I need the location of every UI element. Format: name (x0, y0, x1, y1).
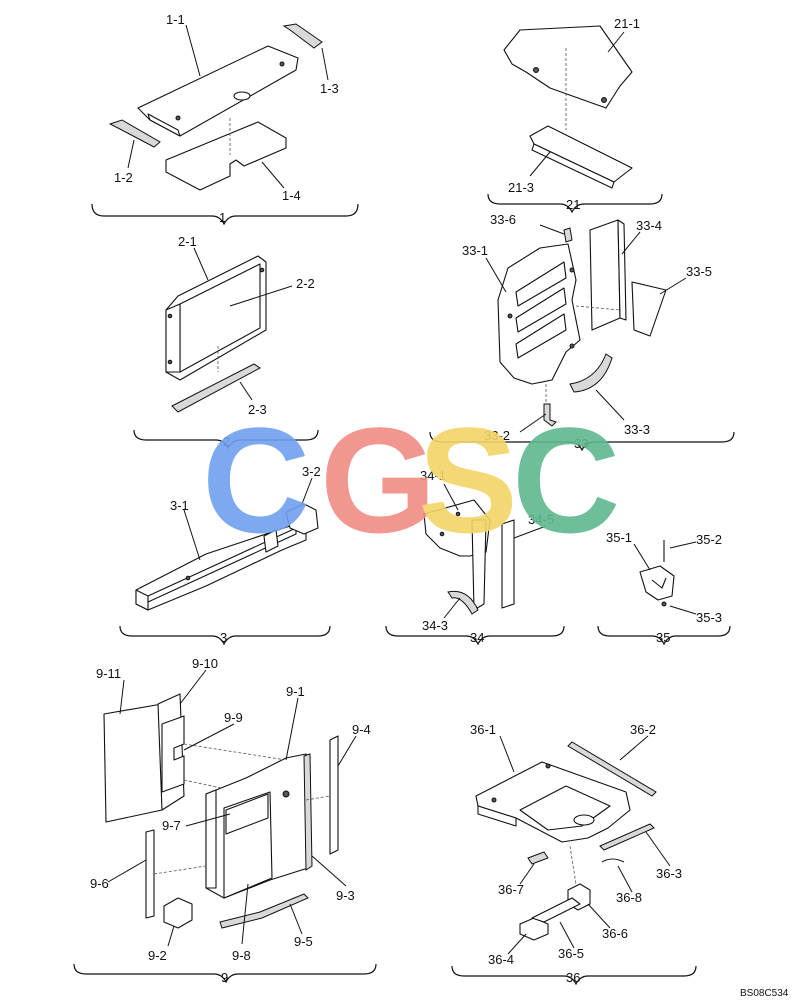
label-1-2: 1-2 (114, 170, 133, 185)
label-9-6: 9-6 (90, 876, 109, 891)
label-33-6: 33-6 (490, 212, 516, 227)
group-label-36: 36 (566, 970, 580, 985)
group-label-21: 21 (566, 197, 580, 212)
label-33-5: 33-5 (686, 264, 712, 279)
group-label-1: 1 (219, 210, 226, 225)
part-36-8-shape (601, 858, 625, 863)
label-9-9: 9-9 (224, 710, 243, 725)
label-36-4: 36-4 (488, 952, 514, 967)
part-33-3-shape (569, 353, 613, 393)
part-36-5-shape (531, 897, 581, 923)
part-9-11-shape (103, 703, 163, 823)
part-36-3-shape (599, 823, 655, 851)
label-9-10: 9-10 (192, 656, 218, 671)
label-9-7: 9-7 (162, 818, 181, 833)
part-36-7-shape (527, 851, 549, 865)
label-9-5: 9-5 (294, 934, 313, 949)
group-35: 35-1 35-2 35-3 35 (597, 530, 731, 646)
watermark-letter-2: G (320, 396, 437, 564)
label-36-6: 36-6 (602, 926, 628, 941)
watermark: C G S C (202, 396, 620, 564)
part-2-3-shape (171, 363, 261, 413)
label-35-1: 35-1 (606, 530, 632, 545)
part-9-6-shape (145, 829, 155, 919)
group-label-9: 9 (221, 970, 228, 985)
part-33-6-shape (563, 227, 573, 243)
group-1: 1-1 1-2 1-3 1-4 1 (91, 12, 359, 226)
label-36-1: 36-1 (470, 722, 496, 737)
label-21-3: 21-3 (508, 180, 534, 195)
part-9-7-shape (225, 793, 269, 835)
part-36-2-shape (567, 741, 657, 797)
label-9-4: 9-4 (352, 722, 371, 737)
group-label-3: 3 (220, 630, 227, 645)
group-2: 2-1 2-2 2-3 2 (133, 234, 319, 450)
label-33-2: 33-2 (484, 428, 510, 443)
part-33-5-shape (631, 281, 667, 337)
label-36-7: 36-7 (498, 882, 524, 897)
label-33-4: 33-4 (636, 218, 662, 233)
label-36-8: 36-8 (616, 890, 642, 905)
part-1-2-shape (108, 119, 161, 148)
label-2-2: 2-2 (296, 276, 315, 291)
watermark-letter-4: C (512, 396, 620, 564)
part-1-4-shape (165, 121, 287, 191)
label-36-5: 36-5 (558, 946, 584, 961)
label-9-8: 9-8 (232, 948, 251, 963)
label-9-3: 9-3 (336, 888, 355, 903)
part-9-9-shape (161, 715, 185, 793)
part-33-4-shape (589, 219, 621, 331)
part-34-3-shape (447, 590, 479, 615)
label-35-3: 35-3 (696, 610, 722, 625)
group-9: 9-11 9-10 9-9 9-1 9-4 9-7 9-3 9-6 9-2 9-… (73, 656, 377, 985)
part-3-2-shape (285, 503, 319, 535)
part-33-2-shape (543, 403, 557, 427)
group-36: 36-1 36-2 36-3 36-8 36-7 36-6 36-5 36-4 … (451, 722, 697, 986)
group-21: 21-1 21-3 21 (487, 16, 663, 214)
part-1-3-shape (282, 23, 323, 49)
label-2-1: 2-1 (178, 234, 197, 249)
label-1-1: 1-1 (166, 12, 185, 27)
label-2-3: 2-3 (248, 402, 267, 417)
part-9-3-shape (303, 753, 313, 871)
part-35-3-shape (661, 601, 667, 607)
group-label-35: 35 (656, 630, 670, 645)
part-9-2-shape (163, 897, 193, 929)
part-9-5-shape (219, 893, 309, 929)
part-21-1-shape (503, 25, 633, 109)
label-3-2: 3-2 (302, 464, 321, 479)
label-1-3: 1-3 (320, 81, 339, 96)
group-label-2: 2 (223, 434, 230, 449)
label-36-3: 36-3 (656, 866, 682, 881)
label-9-11: 9-11 (96, 666, 121, 681)
label-21-1: 21-1 (614, 16, 640, 31)
label-34-1: 34-1 (420, 468, 446, 483)
label-9-2: 9-2 (148, 948, 167, 963)
part-21-3-shape (529, 125, 633, 183)
label-33-3: 33-3 (624, 422, 650, 437)
drawing-code: BS08C534 (740, 988, 789, 999)
part-9-4-shape (329, 735, 339, 855)
label-9-1: 9-1 (286, 684, 305, 699)
group-3: 3-1 3-2 3 (119, 464, 331, 646)
label-34-5: 34-5 (528, 512, 554, 527)
group-label-33: 33 (574, 436, 588, 451)
group-34: 34-1 34-5 34-3 34 (385, 468, 565, 646)
label-35-2: 35-2 (696, 532, 722, 547)
label-33-1: 33-1 (462, 243, 488, 258)
label-3-1: 3-1 (170, 498, 189, 513)
label-36-2: 36-2 (630, 722, 656, 737)
group-33: 33-6 33-4 33-5 33-1 33-3 33-2 33 (429, 212, 735, 452)
group-label-34: 34 (470, 630, 484, 645)
watermark-letter-3: S (418, 396, 518, 564)
label-34-3: 34-3 (422, 618, 448, 633)
watermark-letter-1: C (202, 396, 310, 564)
part-34-5-shape (501, 519, 515, 609)
label-1-4: 1-4 (282, 188, 301, 203)
